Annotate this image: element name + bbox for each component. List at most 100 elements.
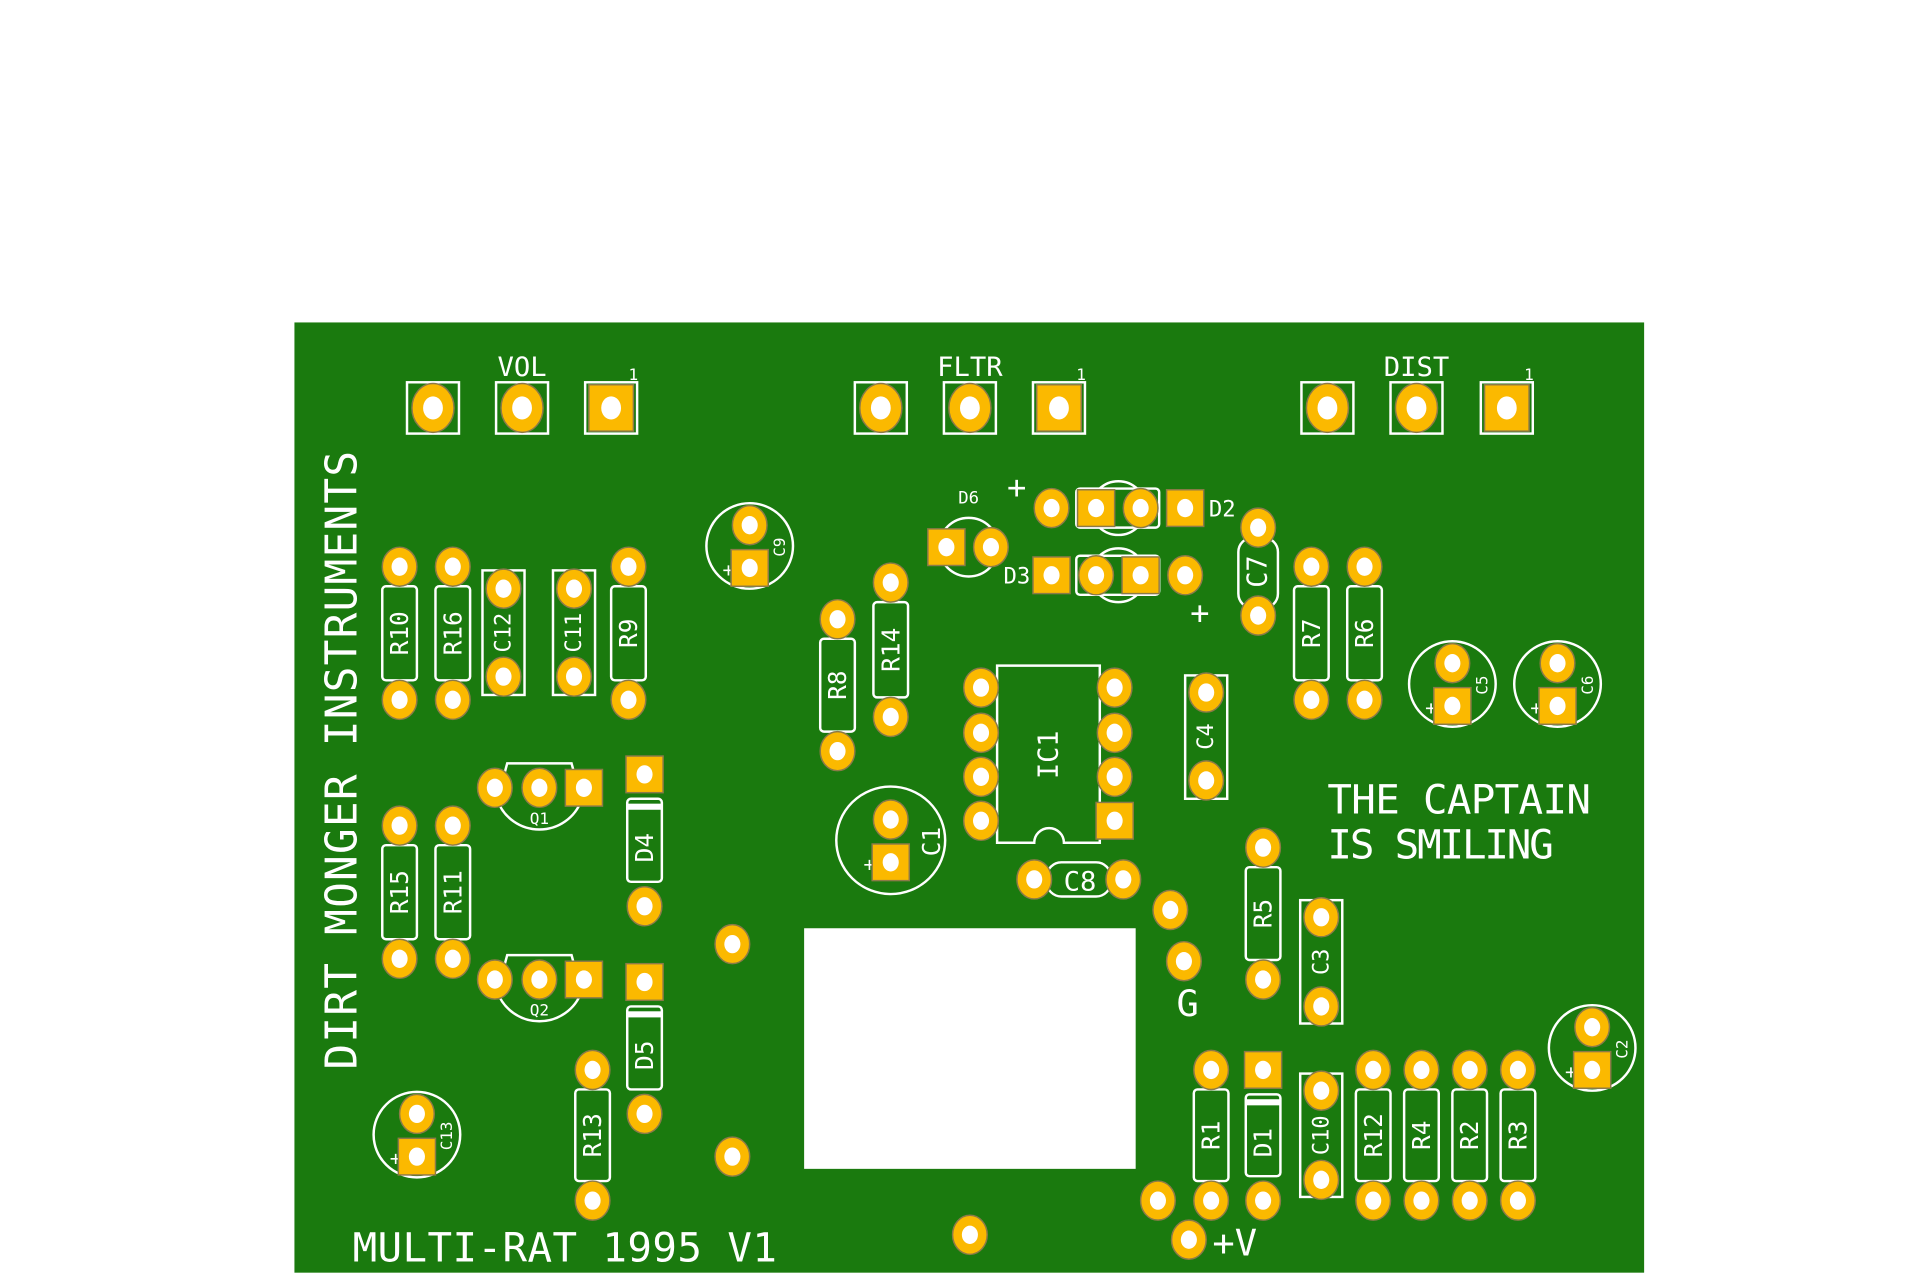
pot-pin-outline (1389, 381, 1444, 435)
electrolytic-capacitor-outline (835, 785, 947, 896)
label-c5: C5 (1473, 676, 1492, 695)
pot-pin-outline (942, 381, 998, 435)
polarity-mark: + (1565, 1061, 1577, 1084)
drill-hole (1203, 1060, 1220, 1080)
drill-hole (584, 1060, 601, 1080)
drill-hole (495, 667, 512, 686)
pot-label-fltr: FLTR (937, 352, 1003, 383)
pin1-mark-vol: 1 (628, 365, 638, 384)
drill-hole (1406, 396, 1427, 420)
label-ic1: IC1 (1033, 731, 1064, 780)
drill-hole (882, 853, 899, 872)
label-r7: R7 (1297, 619, 1326, 648)
drill-hole (1132, 498, 1149, 518)
label-c3: C3 (1308, 949, 1334, 975)
drill-hole (391, 690, 408, 710)
drill-hole (1177, 498, 1194, 518)
label-r9: R9 (614, 619, 643, 648)
drill-hole (1313, 1081, 1330, 1100)
drill-hole (636, 972, 653, 992)
label-r12: R12 (1359, 1113, 1388, 1157)
drill-hole (1509, 1191, 1526, 1210)
diode-body (625, 1005, 664, 1091)
drill-hole (636, 1104, 653, 1124)
label-c13: C13 (437, 1122, 456, 1151)
label-q1: Q1 (530, 809, 549, 828)
drill-hole (636, 765, 653, 784)
product-text: MULTI-RAT 1995 V1 (353, 1224, 777, 1272)
label-c2: C2 (1612, 1040, 1631, 1059)
polarity-mark-d2: + (1007, 469, 1026, 507)
drill-hole (423, 396, 443, 420)
label-r8: R8 (823, 670, 852, 699)
motto-line-1: THE CAPTAIN (1327, 776, 1591, 824)
drill-hole (741, 558, 758, 578)
polarity-mark: + (1425, 697, 1437, 720)
label-c7: C7 (1243, 555, 1274, 587)
pot-label-dist: DIST (1384, 352, 1450, 383)
drill-hole (1043, 566, 1060, 585)
ground-label: G (1176, 982, 1198, 1025)
electrolytic-capacitor-outline (1512, 640, 1603, 728)
drill-hole (1198, 683, 1215, 702)
drill-hole (829, 610, 846, 629)
pot-pin-outline (583, 381, 639, 435)
drill-hole (575, 778, 592, 797)
drill-hole (1584, 1018, 1601, 1037)
drill-hole (741, 516, 758, 535)
cutout-window (804, 928, 1136, 1169)
drill-hole (1313, 908, 1330, 927)
diode-body (625, 797, 664, 884)
polarity-mark: + (864, 853, 876, 876)
drill-hole (882, 573, 899, 592)
label-c10: C10 (1308, 1115, 1334, 1155)
label-d6: D6 (958, 488, 979, 508)
label-r3: R3 (1503, 1121, 1532, 1150)
drill-hole (724, 1147, 741, 1166)
drill-hole (391, 557, 408, 576)
label-c11: C11 (561, 613, 587, 653)
drill-hole (1413, 1060, 1430, 1080)
drill-hole (1088, 498, 1105, 518)
label-q2: Q2 (530, 1001, 549, 1020)
drill-hole (1049, 396, 1069, 420)
drill-hole (1026, 870, 1043, 889)
drill-hole (391, 816, 408, 835)
drill-hole (1255, 838, 1272, 857)
drill-hole (444, 557, 461, 576)
led-body (1075, 487, 1161, 529)
drill-hole (1115, 870, 1132, 889)
drill-hole (1149, 1191, 1166, 1210)
drill-hole (1313, 997, 1330, 1016)
label-d4: D4 (630, 833, 659, 862)
label-c1: C1 (917, 827, 946, 856)
drill-hole (1175, 952, 1192, 971)
label-r16: R16 (438, 611, 467, 655)
pot-pin-outline (853, 381, 909, 435)
drill-hole (444, 949, 461, 968)
drill-hole (565, 579, 583, 598)
drill-hole (1250, 606, 1267, 625)
label-c12: C12 (490, 613, 516, 653)
label-d1: D1 (1249, 1128, 1278, 1157)
drill-hole (565, 667, 583, 686)
drill-hole (972, 811, 990, 830)
pot-pin-outline (1479, 381, 1535, 435)
label-r13: R13 (578, 1113, 607, 1157)
label-r2: R2 (1455, 1121, 1484, 1150)
drill-hole (960, 396, 980, 420)
drill-hole (1444, 654, 1461, 673)
drill-hole (1317, 396, 1338, 420)
drill-hole (486, 970, 503, 989)
drill-hole (1106, 678, 1123, 697)
drill-hole (1549, 654, 1566, 673)
label-c4: C4 (1193, 723, 1219, 749)
diode-cathode-band (1245, 1099, 1281, 1106)
drill-hole (882, 810, 899, 829)
label-r14: R14 (876, 628, 905, 672)
label-r1: R1 (1197, 1121, 1226, 1150)
drill-hole (1250, 518, 1267, 537)
drill-hole (1496, 396, 1517, 420)
label-d3: D3 (1004, 564, 1031, 590)
